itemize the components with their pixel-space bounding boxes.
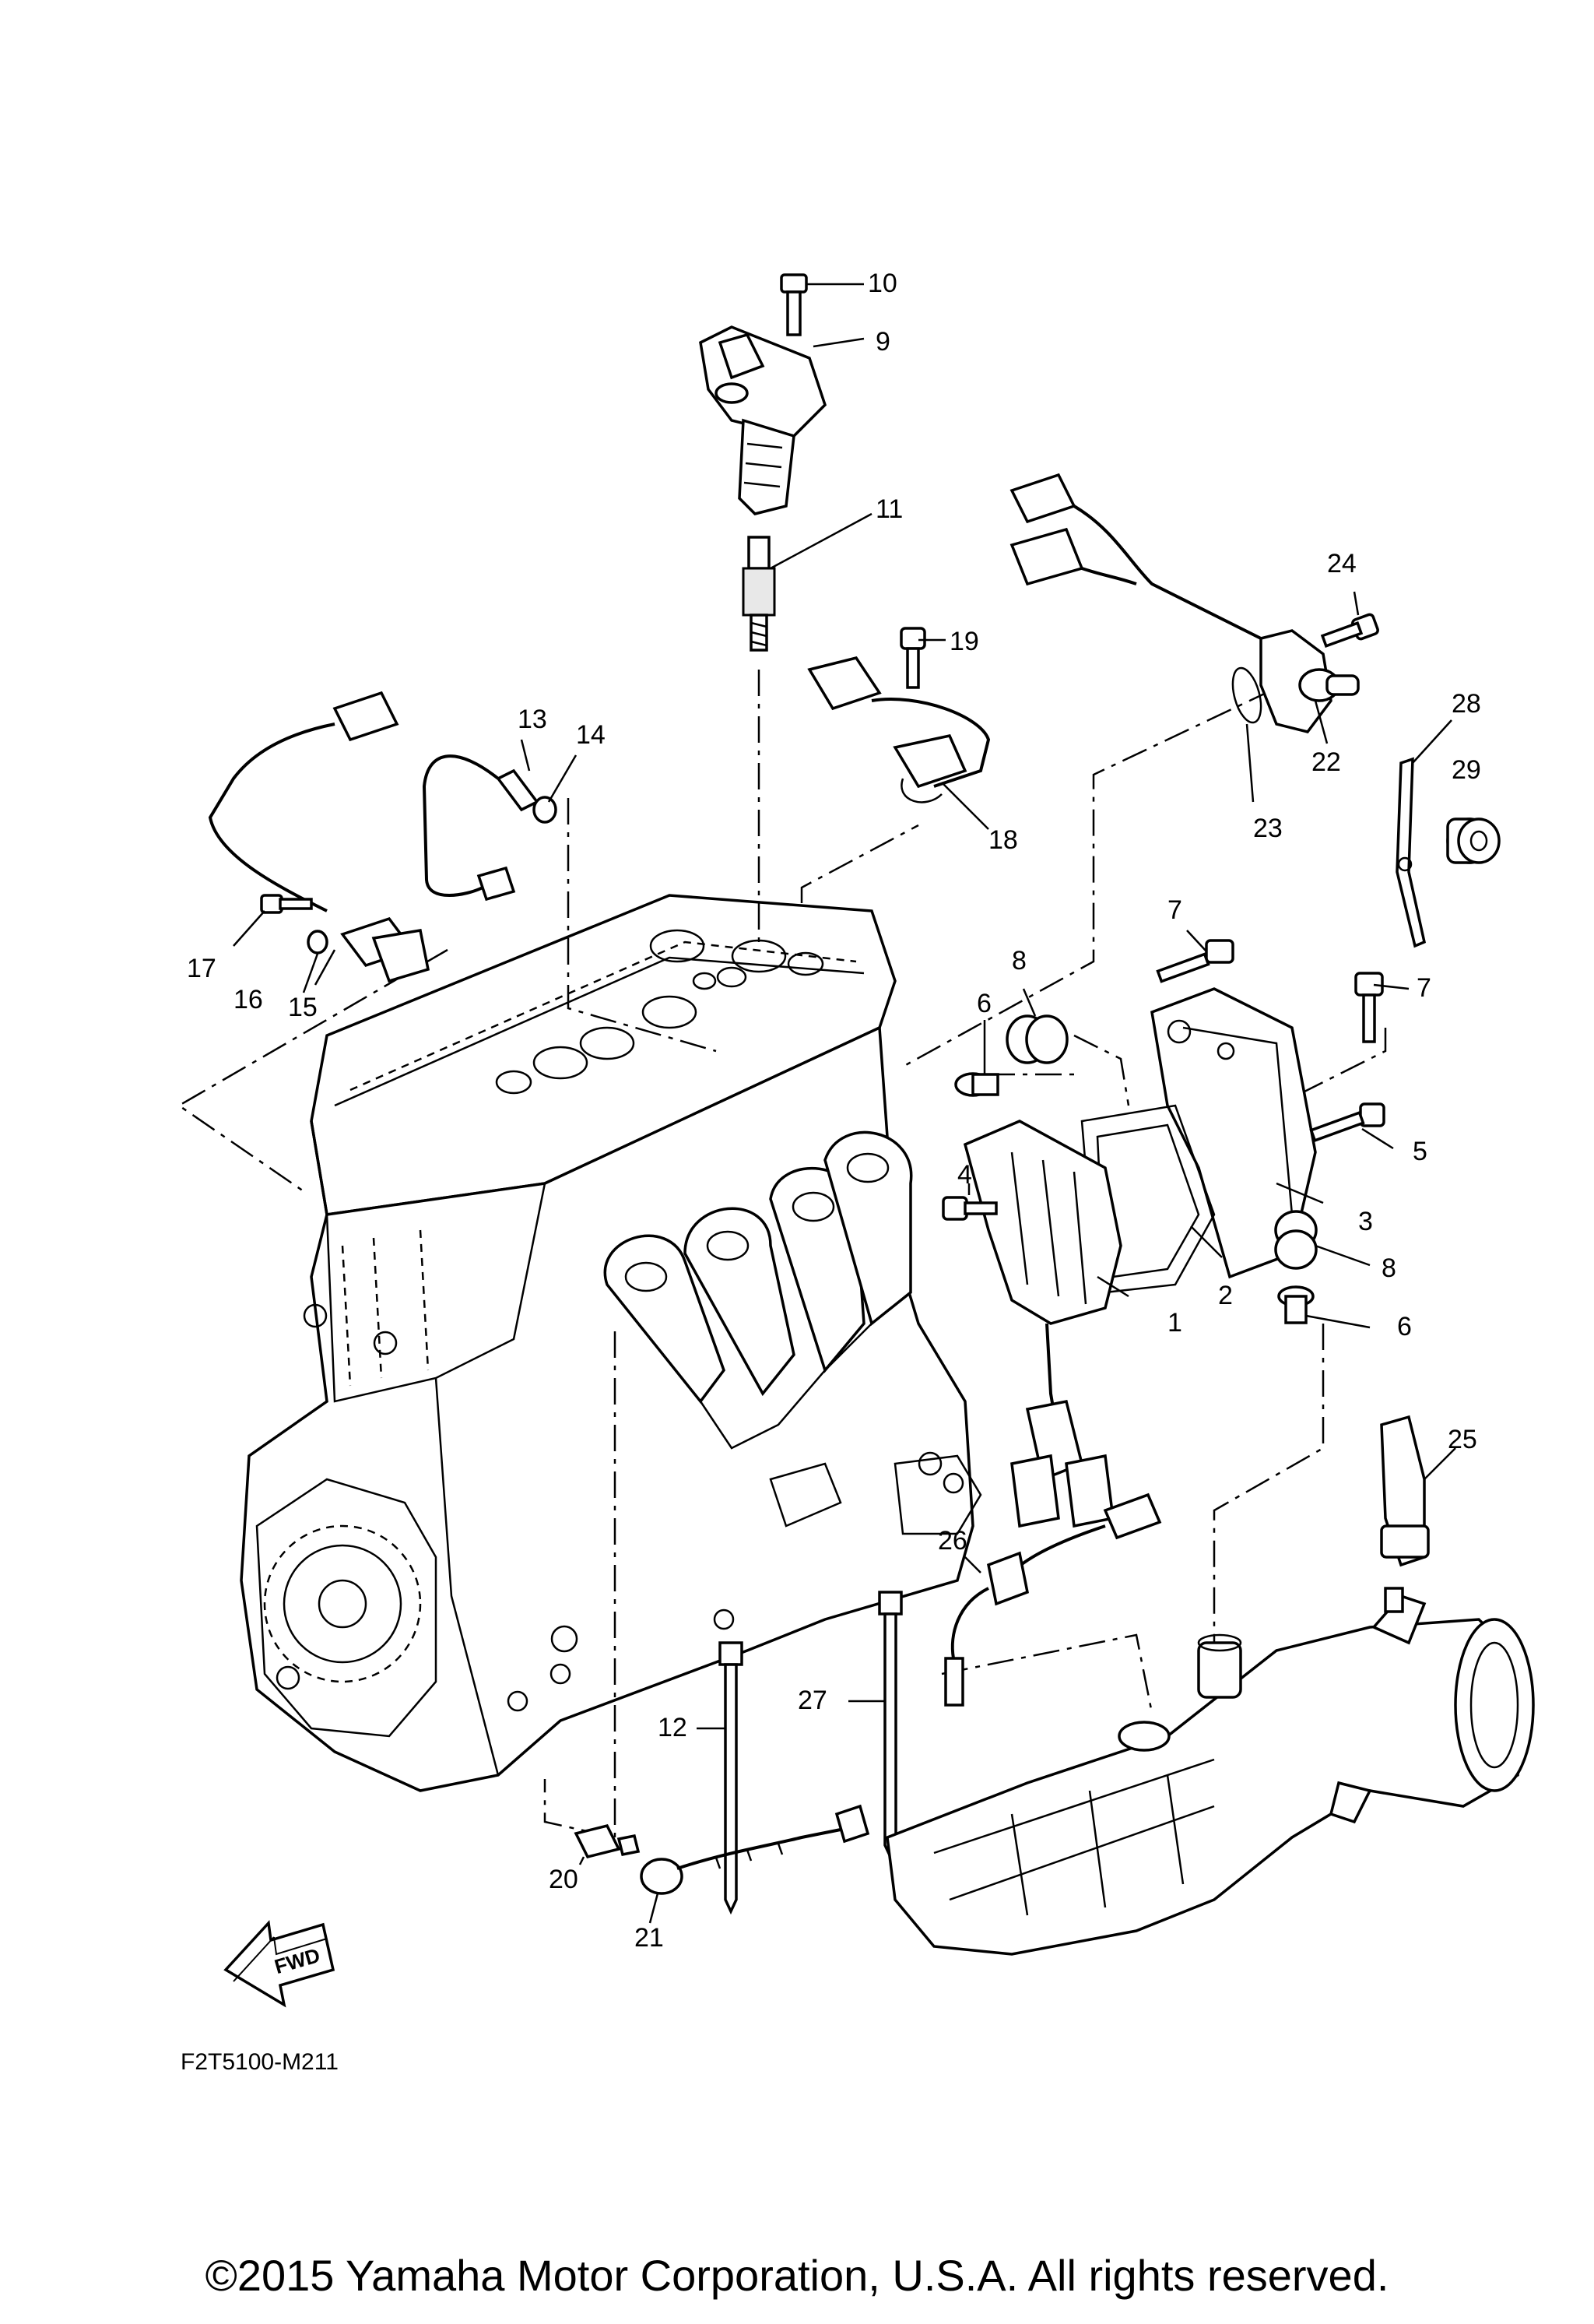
callout-label: 25 [1448,1425,1477,1454]
sensor-26 [944,1492,1162,1707]
grommet-29 [1446,817,1501,864]
callout-label: 26 [938,1526,967,1556]
callout-label: 22 [1311,747,1341,777]
washer-14 [532,796,557,824]
clamp-28 [1396,757,1427,948]
collar-6-upper [954,1072,999,1097]
bolt-24 [1320,613,1379,649]
callout-label: 11 [876,494,903,524]
callout-label: 4 [957,1160,972,1190]
callout-label: 3 [1358,1207,1373,1236]
callout-label: 18 [988,825,1018,855]
callout-leaders [233,283,1456,1924]
cable-tie-27 [878,1591,903,1861]
bolt-7-right [1354,972,1384,1043]
callout-label: 13 [518,705,547,734]
callout-label: 21 [634,1923,664,1953]
callout-label: 15 [288,993,318,1022]
knock-sensor-21 [640,1804,870,1895]
sensor-18 [807,656,991,803]
callout-label: 8 [1012,946,1027,976]
sensor-20 [574,1823,641,1859]
callout-label: 1 [1167,1308,1182,1338]
callout-label: 20 [549,1865,578,1894]
bolt-10 [780,273,808,336]
callout-label: 28 [1452,689,1481,719]
bolt-17 [260,894,313,914]
engine-block [240,894,982,1792]
sensor-harness-22 [1009,473,1360,733]
callout-label: 6 [1397,1312,1412,1341]
callout-label: 16 [233,985,263,1014]
callout-labels: 1 2 3 4 5 6 6 7 7 8 8 9 10 11 12 13 14 1… [187,269,1481,1953]
callout-label: 7 [1167,895,1182,925]
callout-label: 2 [1218,1281,1233,1310]
callout-label: 12 [658,1713,687,1742]
callout-label: 6 [977,989,992,1018]
grommet-8-lower [1274,1210,1318,1270]
ignition-coil-9 [699,325,827,515]
bolt-5 [1309,1102,1385,1143]
bolt-7-upper [1156,939,1234,983]
sensor-15 [208,691,430,983]
clamp-25 [1380,1415,1430,1567]
callout-label: 9 [876,327,890,357]
assembly-leader-lines [177,668,1387,1839]
callout-label: 19 [950,627,979,656]
callout-label: 24 [1327,549,1357,578]
washer-16 [307,930,328,955]
collar-6-lower [1277,1285,1315,1324]
callout-label: 7 [1417,973,1431,1003]
callout-label: 5 [1413,1137,1427,1166]
o-ring-23 [1231,666,1262,724]
callout-label: 10 [868,269,897,298]
bolt-4 [942,1196,998,1221]
temp-sensor-13 [422,754,539,902]
callout-label: 8 [1382,1253,1396,1283]
grommet-8-upper [1006,1014,1069,1064]
spark-plug-11 [742,536,776,652]
cable-tie-12 [718,1641,743,1915]
rectifier-regulator-1 [963,1120,1122,1528]
diagram-code: F2T5100-M211 [181,2049,339,2075]
exhaust-duct [886,1587,1535,1956]
callout-label: 29 [1452,755,1481,785]
callout-label: 23 [1253,814,1283,843]
bolt-19 [900,627,926,689]
fwd-arrow-icon: FWD [223,1920,335,2008]
block-bolt-bosses [276,1303,964,1712]
intake-manifold [603,1130,913,1450]
callout-label: 27 [798,1686,827,1715]
copyright-notice: ©2015 Yamaha Motor Corporation, U.S.A. A… [205,2251,1389,2300]
callout-label: 17 [187,954,216,983]
callout-label: 14 [576,720,606,750]
